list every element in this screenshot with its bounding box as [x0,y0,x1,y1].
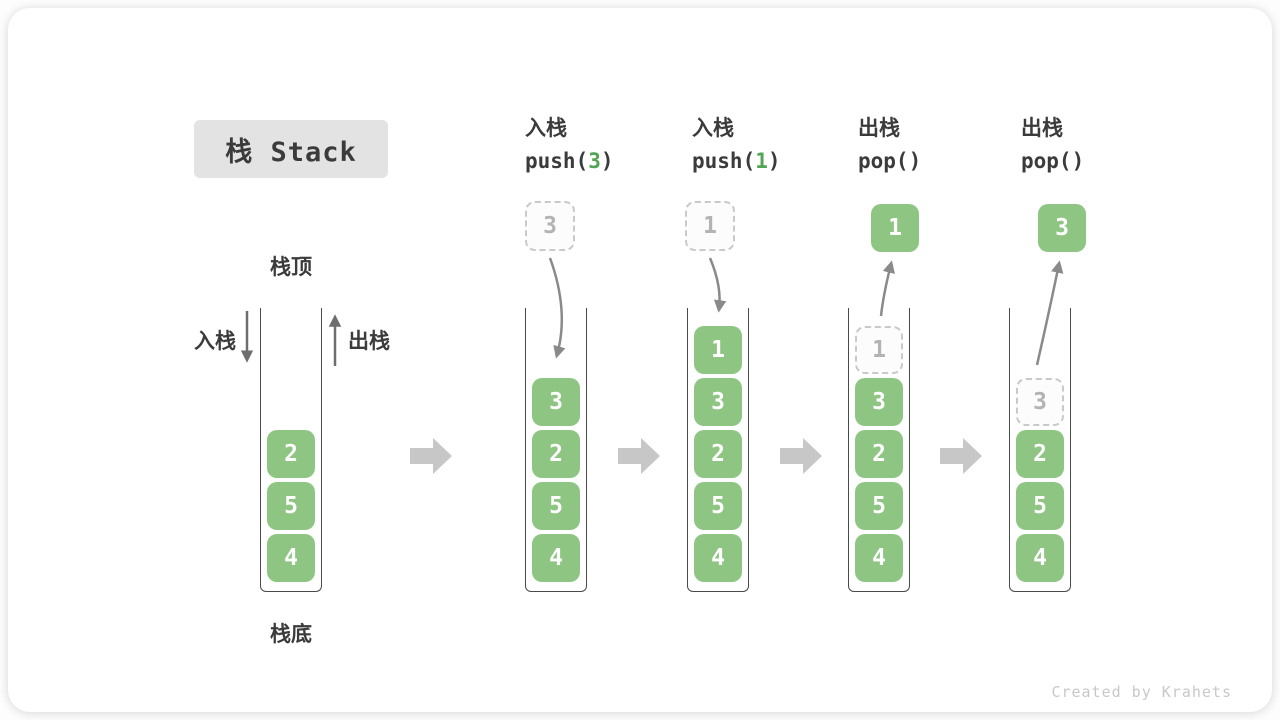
stage-header-pop-1: 出栈 pop() [858,114,1018,178]
next-step-arrow-icon [618,438,660,474]
incoming-value: 3 [543,213,557,239]
title-box: 栈 Stack [194,120,388,178]
stack-element: 5 [532,482,580,530]
stack-element: 3 [532,378,580,426]
stack-container-initial: 2 5 4 [260,308,322,592]
stack-container-push-3: 3 2 5 4 [525,308,587,592]
stack-element: 1 [694,326,742,374]
stack-element: 2 [1016,430,1064,478]
stage-header-push-1: 入栈 push(1) [692,114,852,178]
stack-element: 5 [267,482,315,530]
stack-element: 2 [267,430,315,478]
next-step-arrow-icon [410,438,452,474]
op-code-push-1: push(1) [692,144,852,178]
op-label-push: 入栈 [692,117,734,140]
stack-element: 3 [694,378,742,426]
stack-element: 2 [532,430,580,478]
popped-value-box: 3 [1038,204,1086,252]
page-title: 栈 Stack [225,136,357,168]
stack-bottom-label: 栈底 [270,623,312,646]
stage-header-pop-3: 出栈 pop() [1021,114,1181,178]
stack-top-label: 栈顶 [270,256,312,279]
stack-element: 5 [855,482,903,530]
stack-element: 2 [855,430,903,478]
op-label-pop: 出栈 [858,117,900,140]
code-arg: 1 [755,149,768,173]
next-step-arrow-icon [780,438,822,474]
code-pre: push( [525,149,589,173]
op-label-pop: 出栈 [1021,117,1063,140]
watermark: Created by Krahets [1051,683,1232,701]
next-step-arrow-icon [940,438,982,474]
popped-value: 3 [1055,215,1069,241]
op-code-pop: pop() [858,144,1018,178]
push-direction-label: 入栈 [194,330,236,353]
stage-header-push-3: 入栈 push(3) [525,114,685,178]
stack-element: 4 [1016,534,1064,582]
stack-element: 4 [532,534,580,582]
stack-element: 2 [694,430,742,478]
stack-element: 5 [694,482,742,530]
incoming-value: 1 [703,213,717,239]
incoming-value-box: 1 [685,201,735,251]
stack-element: 4 [267,534,315,582]
stack-element-ghost: 3 [1016,378,1064,426]
code-pre: pop() [1021,149,1085,173]
stack-element: 4 [855,534,903,582]
popped-value-box: 1 [871,204,919,252]
code-post: ) [767,149,781,173]
op-label-push: 入栈 [525,117,567,140]
pop-direction-label: 出栈 [348,330,390,353]
op-code-pop: pop() [1021,144,1181,178]
push-1-motion-arrow [708,257,727,313]
code-pre: pop() [858,149,922,173]
stack-element: 3 [855,378,903,426]
incoming-value-box: 3 [525,201,575,251]
op-code-push-3: push(3) [525,144,685,178]
popped-value: 1 [888,215,902,241]
stack-element: 5 [1016,482,1064,530]
stack-container-pop-1: 1 3 2 5 4 [848,308,910,592]
code-post: ) [600,149,614,173]
diagram-card: 栈 Stack 入栈 push(3) 入栈 push(1) 出栈 pop() 出… [8,8,1272,712]
stack-container-pop-3: 3 2 5 4 [1009,308,1071,592]
stack-container-push-1: 1 3 2 5 4 [687,308,749,592]
stack-element-ghost: 1 [855,326,903,374]
stack-element: 4 [694,534,742,582]
code-arg: 3 [588,149,601,173]
code-pre: push( [692,149,756,173]
